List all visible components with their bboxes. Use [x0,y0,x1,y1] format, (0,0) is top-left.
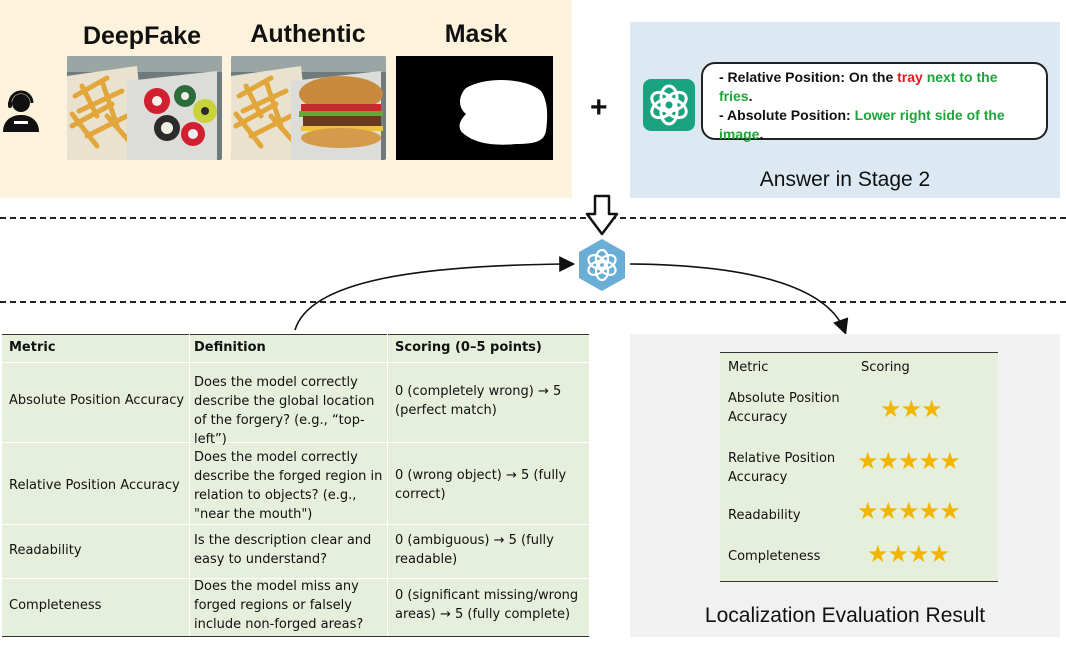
deepfake-image [67,56,222,160]
header-metric: Metric [9,340,56,355]
column-divider [189,334,190,637]
answer-caption: Answer in Stage 2 [759,168,931,191]
score-metric-name: Absolute Position Accuracy [728,391,840,425]
header-definition: Definition [194,340,266,355]
chatgpt-logo-icon [643,79,695,131]
table-bottom-rule [2,636,589,637]
metric-scoring: 0 (significant missing/wrong areas) → 5 … [395,588,579,622]
period: . [748,88,753,104]
plus-sign: + [590,91,608,124]
relative-position-text: - Relative Position: On the [719,69,898,85]
star-icon: ★ [939,497,960,525]
relative-position-correct-text: next to the fries [719,69,998,104]
score-metric-name: Completeness [728,549,821,564]
star-icon: ★ [877,497,899,525]
stage2-answer-box: - Relative Position: On the tray next to… [701,62,1048,142]
metric-definition: Is the description clear and easy to und… [194,533,372,567]
star-icon: ★ [857,497,878,525]
star-rating: ★★★★★ [857,447,961,475]
relative-position-wrong-text: tray [897,69,923,85]
star-icon: ★ [928,540,950,568]
table-top-rule [2,334,589,335]
relative-position-line: - Relative Position: On the tray next to… [719,68,1030,106]
star-icon: ★ [877,447,899,475]
metric-definition: Does the model correctly describe the gl… [194,375,375,447]
metric-definition-table: Metric Definition Scoring (0–5 points) A… [2,334,589,637]
star-icon: ★ [857,447,878,475]
mask-label: Mask [444,20,508,48]
gpt-judge-icon [574,237,630,293]
lower-dashed-divider [0,301,1066,303]
absolute-position-correct-text: Lower right side of the image [719,107,1005,142]
star-icon: ★ [898,447,919,475]
score-metric-name: Readability [728,508,801,523]
authentic-label: Authentic [250,20,366,48]
star-icon: ★ [921,395,942,423]
header-rule [2,362,589,363]
star-icon: ★ [867,540,888,568]
row-divider [2,578,589,579]
star-icon: ★ [939,447,960,475]
metric-definition: Does the model correctly describe the fo… [194,450,383,522]
result-caption: Localization Evaluation Result [704,604,986,627]
metric-name: Readability [9,543,82,558]
star-icon: ★ [887,540,909,568]
upper-dashed-divider [0,217,1066,219]
metric-scoring: 0 (wrong object) → 5 (fully correct) [395,468,567,502]
star-icon: ★ [918,447,940,475]
down-arrow-icon [585,194,619,236]
header-scoring: Scoring [861,360,910,375]
table-to-judge-arrow [294,256,576,331]
score-table: Metric Scoring Absolute Position Accurac… [720,352,998,582]
table-top-rule [720,352,998,353]
row-divider [2,524,589,525]
star-icon: ★ [900,395,922,423]
metric-name: Absolute Position Accuracy [9,393,185,408]
star-icon: ★ [880,395,901,423]
table-bottom-rule [720,581,998,582]
star-rating: ★★★★★ [857,497,961,525]
metric-scoring: 0 (completely wrong) → 5 (perfect match) [395,384,562,418]
metric-name: Completeness [9,598,102,613]
column-divider [387,334,388,637]
authentic-image [231,56,386,160]
star-icon: ★ [898,497,919,525]
deepfake-label: DeepFake [82,22,202,50]
star-icon: ★ [908,540,929,568]
user-headset-icon [3,90,39,132]
row-divider [2,442,589,443]
absolute-position-line: - Absolute Position: Lower right side of… [719,106,1030,144]
metric-scoring: 0 (ambiguous) → 5 (fully readable) [395,533,554,567]
judge-to-result-arrow [629,263,849,336]
period: . [759,126,764,142]
header-scoring: Scoring (0–5 points) [395,340,542,355]
metric-definition: Does the model miss any forged regions o… [194,579,364,632]
star-rating: ★★★ [880,395,943,423]
header-metric: Metric [728,360,769,375]
star-icon: ★ [918,497,940,525]
metric-name: Relative Position Accuracy [9,478,180,493]
star-rating: ★★★★ [867,540,950,568]
score-metric-name: Relative Position Accuracy [728,451,836,485]
absolute-position-text: - Absolute Position: [719,107,855,123]
mask-image [396,56,553,160]
